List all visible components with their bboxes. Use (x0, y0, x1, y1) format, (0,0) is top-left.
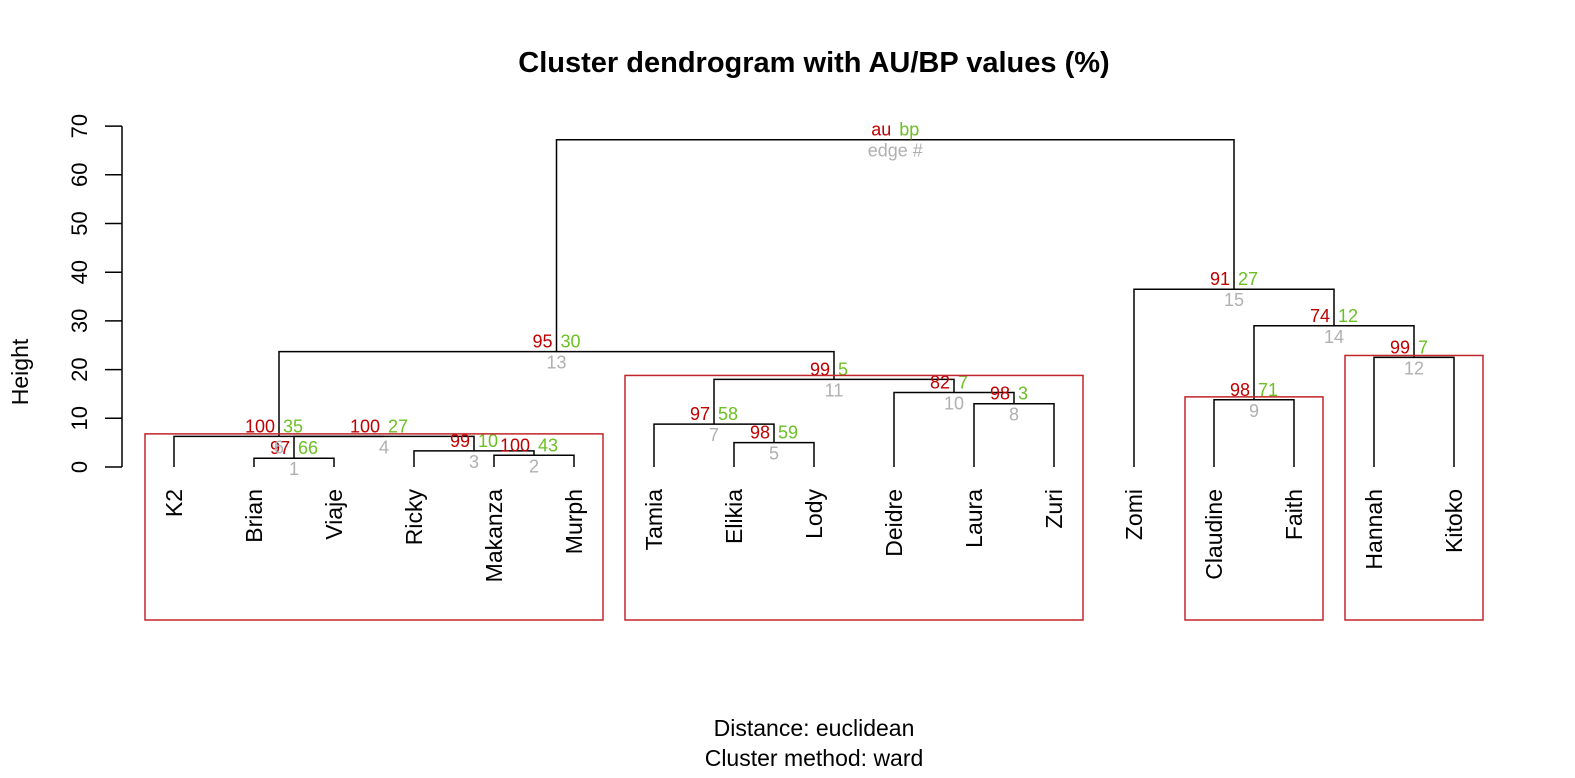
bp-value: 58 (718, 404, 738, 424)
leaf-label: Zuri (1041, 489, 1067, 529)
chart-title: Cluster dendrogram with AU/BP values (%) (518, 47, 1109, 79)
footer-method: Cluster method: ward (705, 745, 924, 771)
y-axis-label: Height (7, 338, 33, 405)
leaf-label: Murph (561, 489, 587, 554)
edge-number: 15 (1224, 290, 1244, 310)
edge-number: 9 (1249, 401, 1259, 421)
edge-number: 5 (769, 444, 779, 464)
bp-value: 3 (1018, 384, 1028, 404)
cluster-box (624, 374, 1084, 621)
au-value: 100 (500, 435, 530, 455)
leaf-label: Laura (961, 489, 987, 548)
leaf-label: Hannah (1361, 489, 1387, 570)
y-tick-label: 10 (67, 406, 92, 430)
au-value: 95 (532, 332, 552, 352)
bp-value: 12 (1338, 306, 1358, 326)
edge-number: 14 (1324, 327, 1344, 347)
bp-value: 27 (1238, 269, 1258, 289)
edge-number: 3 (469, 452, 479, 472)
edge-number: 8 (1009, 405, 1019, 425)
bp-value: 71 (1258, 380, 1278, 400)
bp-value: 66 (298, 438, 318, 458)
bp-value: 35 (283, 416, 303, 436)
au-value: 99 (1390, 337, 1410, 357)
au-value: 97 (690, 404, 710, 424)
edge-number: 6 (274, 437, 284, 457)
bp-value: bp (899, 120, 919, 140)
bp-value: 10 (478, 431, 498, 451)
merge-link (1133, 288, 1335, 467)
au-value: 97 (270, 438, 290, 458)
merge-link (555, 138, 1235, 352)
edge-number: 1 (289, 459, 299, 479)
edge-number: 11 (825, 380, 844, 400)
au-value: 98 (750, 423, 770, 443)
leaf-label: Claudine (1201, 489, 1227, 580)
cluster-box (144, 433, 604, 621)
au-value: 100 (245, 416, 275, 436)
bp-value: 7 (958, 372, 968, 392)
leaf-label: Ricky (401, 489, 427, 546)
bp-value: 27 (388, 416, 408, 436)
bp-value: 59 (778, 423, 798, 443)
y-tick-label: 40 (67, 260, 92, 284)
y-tick-label: 70 (67, 114, 92, 138)
merge-link (173, 435, 384, 467)
au-value: 74 (1310, 306, 1330, 326)
au-value: 100 (350, 416, 380, 436)
leaf-label: Brian (241, 489, 267, 543)
y-axis: 0 10 20 30 40 50 60 70 (67, 114, 123, 473)
y-tick-label: 0 (67, 461, 92, 473)
y-tick-label: 30 (67, 309, 92, 333)
au-value: 91 (1210, 269, 1230, 289)
y-tick-label: 20 (67, 357, 92, 381)
leaf-label: K2 (161, 489, 187, 517)
bp-value: 7 (1418, 337, 1428, 357)
dendrogram-tree (173, 138, 1455, 467)
y-tick-label: 50 (67, 211, 92, 235)
leaf-label: Elikia (721, 489, 747, 544)
au-value: 99 (450, 431, 470, 451)
leaf-label: Faith (1281, 489, 1307, 540)
leaf-label: Deidre (881, 489, 907, 557)
bp-value: 30 (561, 332, 581, 352)
edge-number: 13 (546, 353, 566, 373)
leaf-labels: K2 Brian Viaje Ricky Makanza Murph Tamia Elikia… (161, 489, 1467, 583)
edge-number: 2 (529, 456, 539, 476)
au-value: au (871, 120, 891, 140)
leaf-label: Viaje (321, 489, 347, 540)
au-value: 98 (1230, 380, 1250, 400)
y-tick-label: 60 (67, 163, 92, 187)
leaf-label: Zomi (1121, 489, 1147, 540)
edge-number: 10 (944, 393, 964, 413)
leaf-label: Tamia (641, 489, 667, 551)
cluster-boxes (144, 354, 1484, 621)
leaf-label: Makanza (481, 489, 507, 583)
au-value: 99 (810, 359, 830, 379)
leaf-label: Kitoko (1441, 489, 1467, 553)
cluster-box (1184, 396, 1324, 621)
edge-number: edge # (868, 141, 923, 161)
edge-number: 12 (1404, 358, 1424, 378)
footer-distance: Distance: euclidean (714, 715, 915, 741)
au-value: 82 (930, 372, 950, 392)
cluster-box (1344, 354, 1484, 621)
edge-number: 7 (709, 425, 719, 445)
au-value: 98 (990, 384, 1010, 404)
leaf-label: Lody (801, 489, 827, 539)
bp-value: 43 (538, 435, 558, 455)
bp-value: 5 (838, 359, 848, 379)
edge-number: 4 (379, 437, 389, 457)
